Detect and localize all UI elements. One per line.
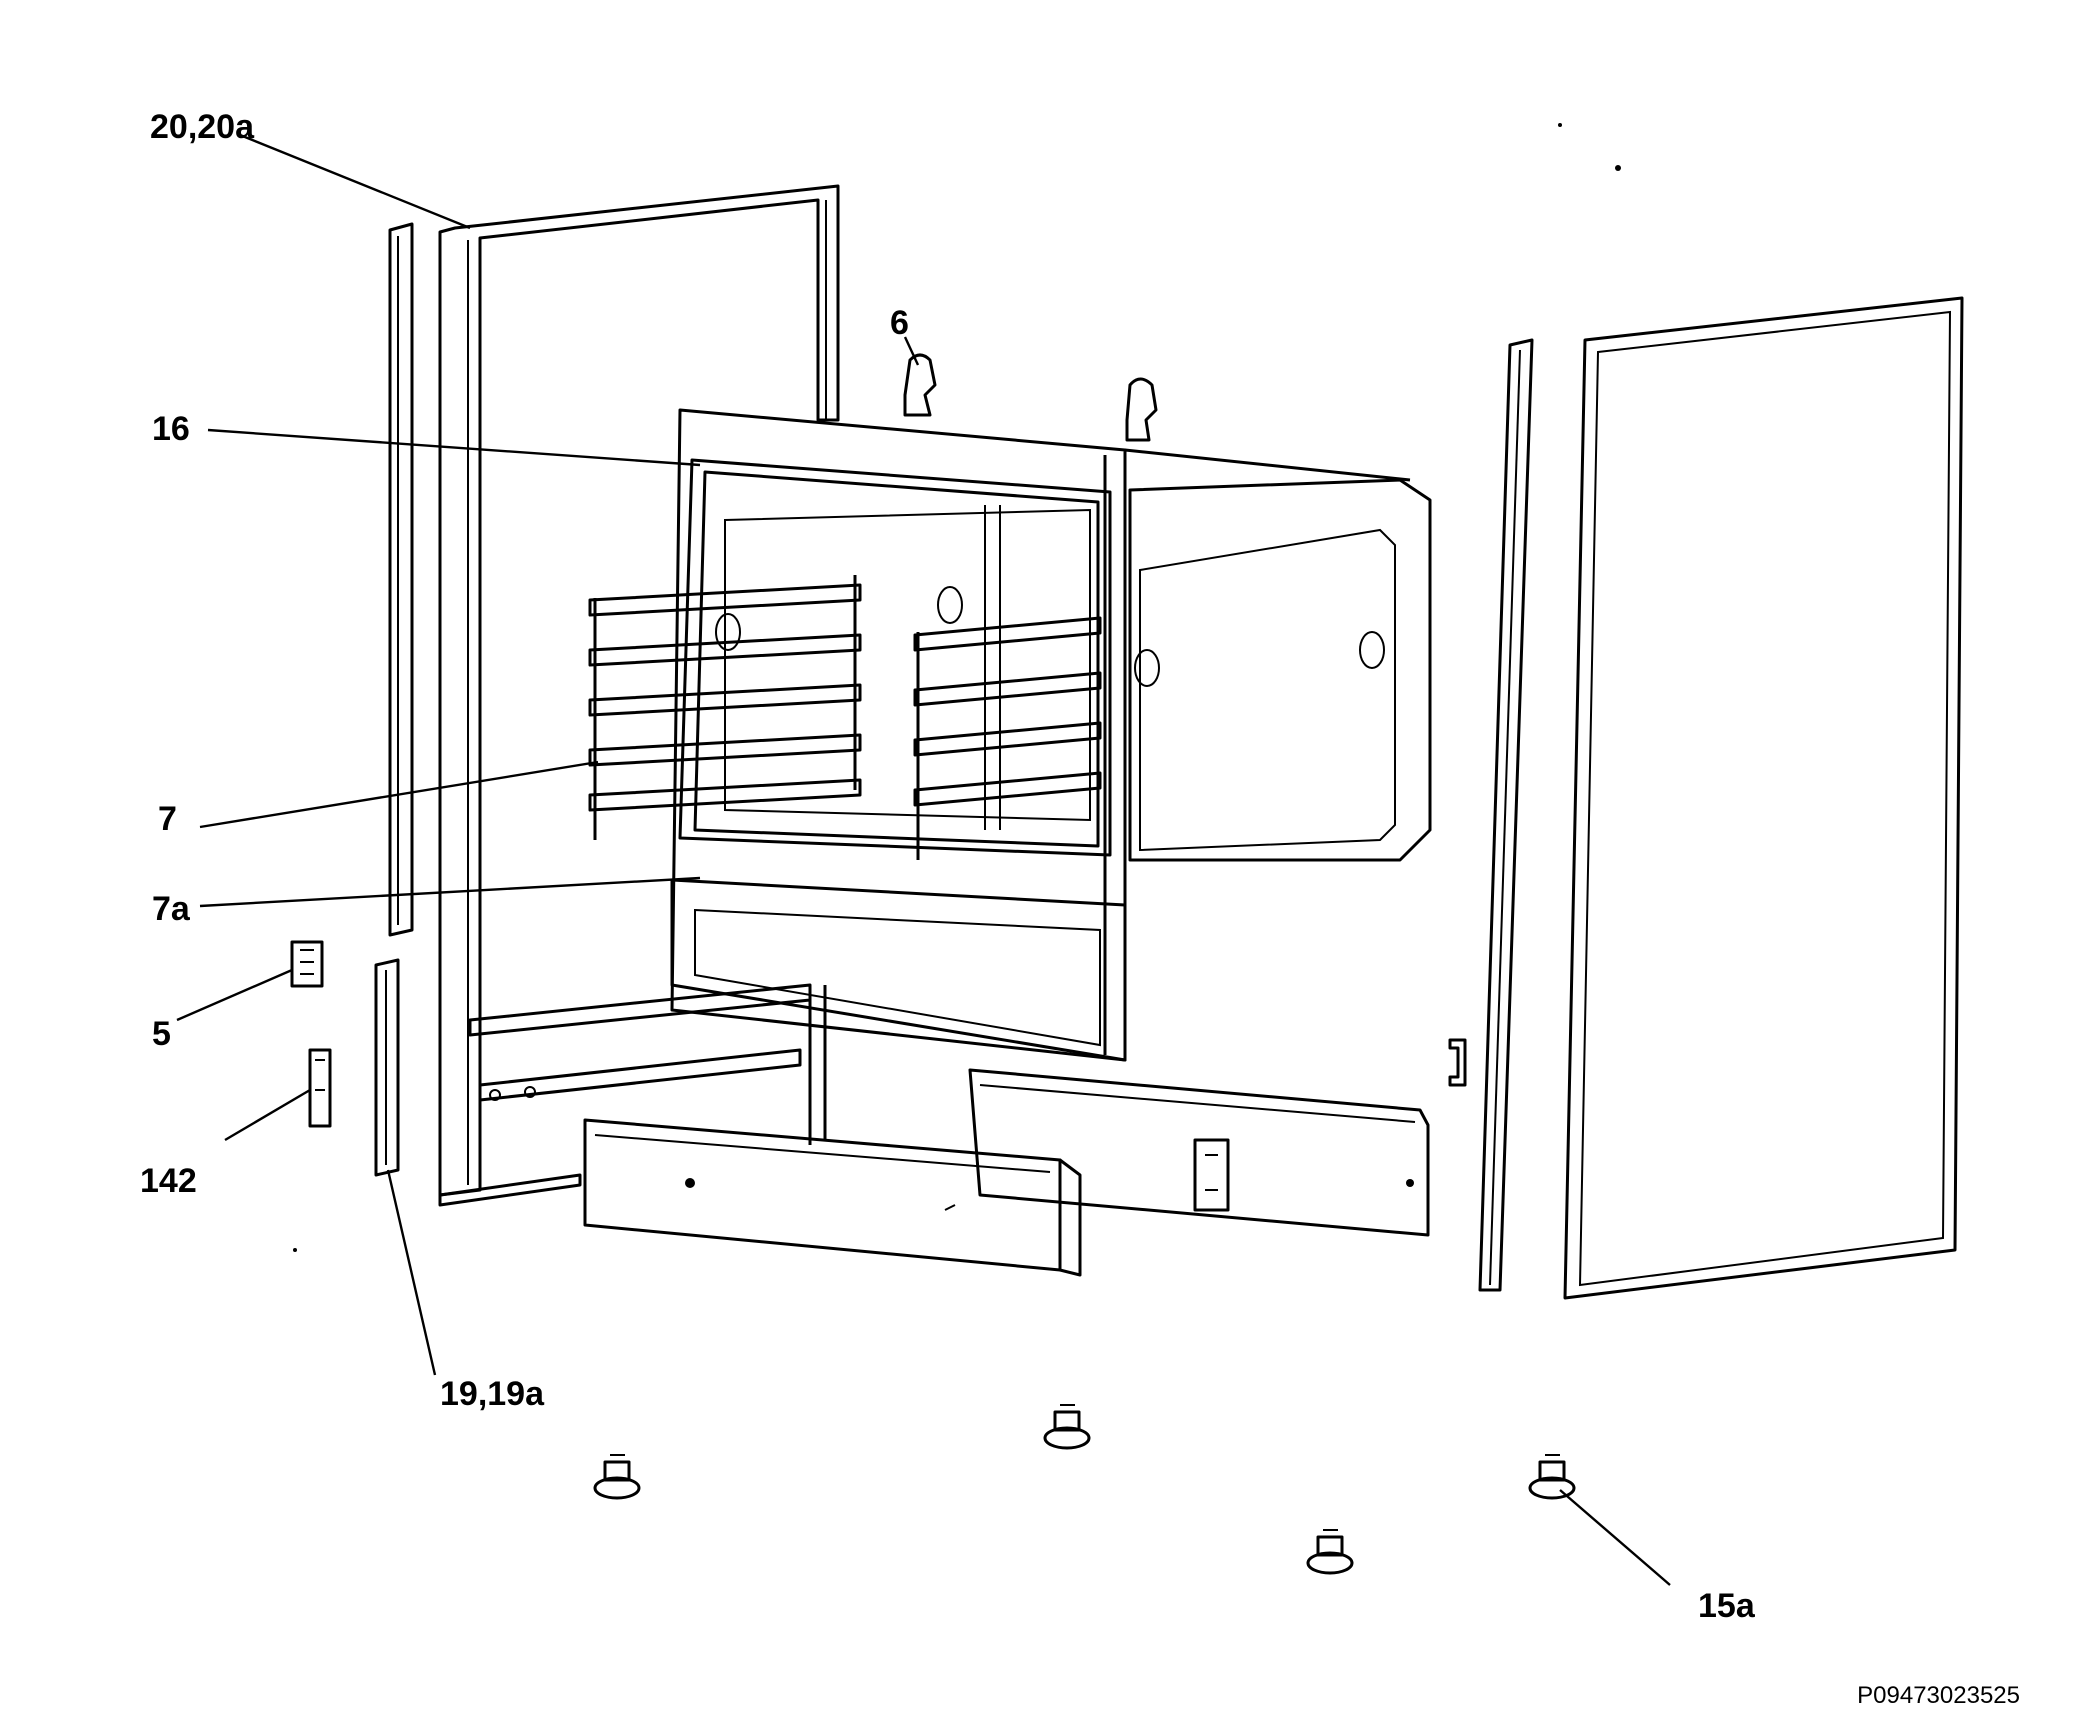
right-clip [1448, 1038, 1467, 1087]
foot-3 [1306, 1529, 1354, 1575]
right-front-post [1478, 338, 1534, 1292]
adjustable-feet [593, 1404, 1576, 1575]
label-7: 7 [158, 800, 177, 838]
label-5: 5 [152, 1015, 171, 1053]
hinge-clips [903, 353, 1158, 442]
leader-lines [176, 133, 1671, 1586]
rear-lower-frame [468, 983, 827, 1145]
oven-racks [588, 575, 1102, 860]
label-19-19a: 19,19a [440, 1375, 545, 1413]
foot-2 [1043, 1404, 1091, 1450]
label-6: 6 [890, 304, 909, 342]
label-16: 16 [152, 410, 190, 448]
label-20-20a: 20,20a [150, 108, 255, 146]
rear-kick-panel [968, 1068, 1430, 1237]
left-side-panel [438, 184, 840, 1207]
bracket-part-5 [290, 940, 324, 988]
front-kick-panel [583, 1118, 1082, 1277]
label-142: 142 [140, 1162, 197, 1200]
left-front-post [374, 222, 414, 1177]
foot-1 [593, 1454, 641, 1500]
right-side-panel [1563, 296, 1964, 1300]
label-7a: 7a [152, 890, 191, 928]
label-15a: 15a [1698, 1587, 1756, 1625]
bracket-part-142 [308, 1048, 332, 1128]
drawing-code: P09473023525 [1857, 1682, 2020, 1709]
oven-cavity [670, 408, 1432, 1062]
foot-4 [1528, 1454, 1576, 1500]
